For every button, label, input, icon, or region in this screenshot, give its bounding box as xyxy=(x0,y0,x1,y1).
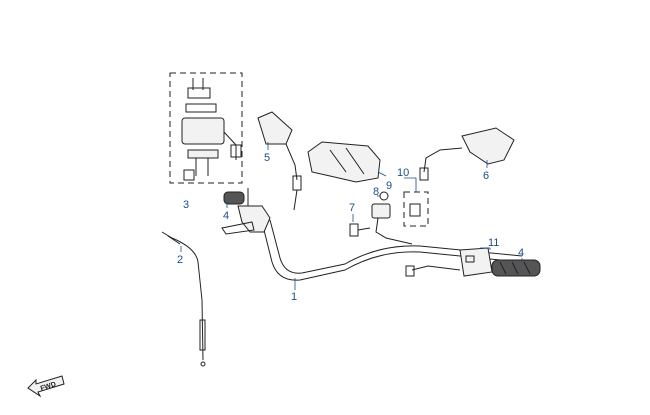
callout-label: 9 xyxy=(386,180,392,192)
callout-label: 7 xyxy=(349,202,355,214)
callout-1: 1 xyxy=(291,278,297,303)
callout-6: 6 xyxy=(483,160,489,182)
connector xyxy=(349,223,371,237)
callout-label: 3 xyxy=(183,199,189,211)
callout-5: 5 xyxy=(264,142,270,164)
callout-label: 8 xyxy=(373,186,379,198)
left-mirror xyxy=(257,111,302,211)
callout-label: 6 xyxy=(483,170,489,182)
callout-4-right: 4 xyxy=(518,247,524,262)
callout-8: 8 xyxy=(373,186,380,198)
callout-7: 7 xyxy=(349,202,355,222)
throttle-cable xyxy=(161,231,206,367)
hand-guard xyxy=(307,141,381,183)
right-switch-housing xyxy=(405,247,493,277)
callout-4-left: 4 xyxy=(223,202,229,222)
callout-label: 11 xyxy=(488,237,499,249)
callout-label: 4 xyxy=(518,247,524,259)
left-grip-lever xyxy=(221,188,271,235)
callout-label: 2 xyxy=(177,254,183,266)
callout-9: 9 xyxy=(377,171,392,192)
callout-label: 5 xyxy=(264,152,270,164)
right-grip xyxy=(491,259,541,277)
callout-label: 1 xyxy=(291,291,297,303)
callout-2: 2 xyxy=(177,246,183,266)
switch-unit xyxy=(371,191,413,245)
left-switch-assembly xyxy=(169,72,243,184)
switch-bracket-group xyxy=(403,191,429,227)
callout-3: 3 xyxy=(183,199,189,211)
handlebar xyxy=(261,219,523,281)
callout-11: 11 xyxy=(480,237,499,250)
callout-label: 4 xyxy=(223,210,229,222)
forward-arrow-icon: FWD xyxy=(27,375,65,398)
fwd-label: FWD xyxy=(40,381,57,393)
right-mirror xyxy=(419,127,515,181)
callout-label: 10 xyxy=(397,167,409,179)
callout-10: 10 xyxy=(397,167,417,192)
